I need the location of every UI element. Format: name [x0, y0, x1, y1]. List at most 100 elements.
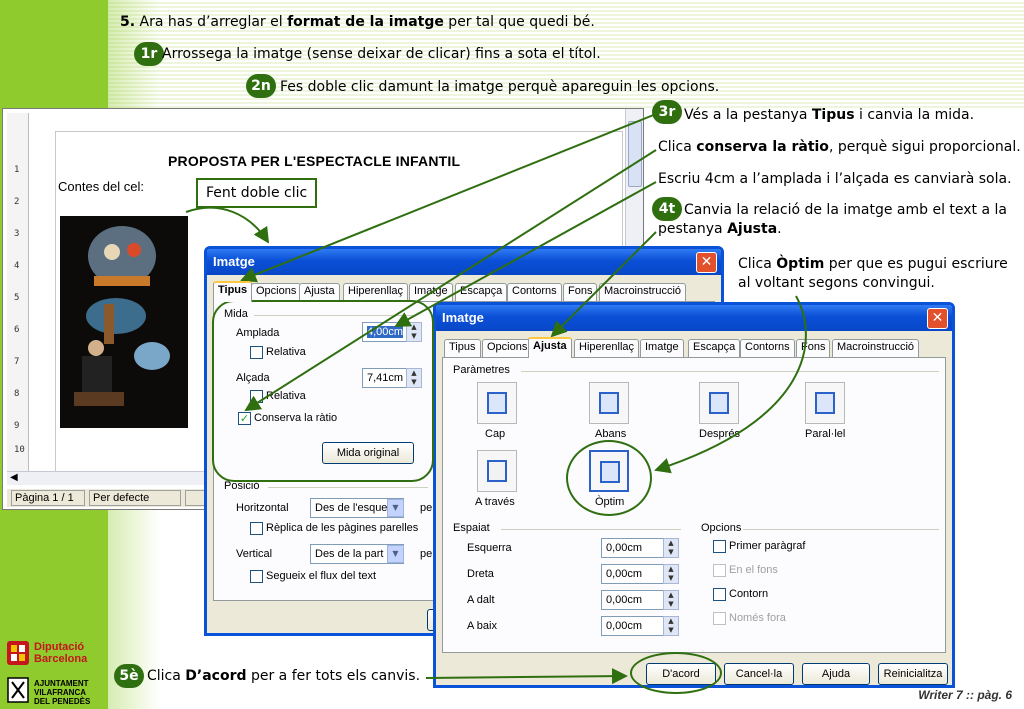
step2-text: Fes doble clic damunt la imatge perquè a… [280, 79, 720, 95]
step4-c: Ajusta [727, 221, 778, 237]
close-icon[interactable]: ✕ [696, 252, 717, 273]
dialog-titlebar: Imatge ✕ [207, 249, 721, 275]
document-image[interactable] [60, 216, 188, 428]
chevron-down-icon[interactable]: ▼ [387, 545, 404, 563]
diputacio-label-1: Diputació [34, 641, 85, 653]
original-size-button[interactable]: Mida original [322, 442, 414, 464]
step3-line2: Clica conserva la ràtio, perquè sigui pr… [658, 139, 1021, 156]
highlight-size-group [212, 300, 434, 482]
wrap-none-icon[interactable] [477, 382, 517, 424]
step4-line3: al voltant segons convingui. [738, 275, 935, 291]
contour-checkbox[interactable] [713, 588, 726, 601]
wrap-parallel-icon[interactable] [805, 382, 845, 424]
section-opcions: Opcions [701, 522, 742, 534]
spinner[interactable]: ▲▼ [663, 564, 679, 584]
tab-macroinstruccio[interactable]: Macroinstrucció [832, 339, 920, 357]
ajuntament-label-2: VILAFRANCA [34, 688, 86, 697]
step4-b: pestanya [658, 221, 728, 237]
cancel-button[interactable]: Cancel·la [724, 663, 794, 685]
status-style: Per defecte [89, 490, 181, 506]
keep-ratio-checkbox[interactable]: ✓ [238, 412, 251, 425]
step4-line2: Clica Òptim per que es pugui escriure [738, 256, 1008, 273]
tab-tipus[interactable]: Tipus [213, 281, 253, 302]
step5-text-b: format de la imatge [287, 14, 444, 30]
tab-fons[interactable]: Fons [796, 339, 831, 357]
scroll-thumb[interactable] [628, 121, 642, 187]
tab-escapca[interactable]: Escapça [455, 283, 508, 301]
tab-ajusta[interactable]: Ajusta [299, 283, 340, 301]
tab-opcions[interactable]: Opcions [251, 283, 302, 301]
vertical-select[interactable]: Des de la part s [310, 544, 404, 564]
spinner[interactable]: ▲▼ [663, 590, 679, 610]
scroll-left-icon[interactable]: ◀ [10, 472, 18, 483]
step4-line1b: pestanya Ajusta. [658, 221, 782, 238]
mirror-pages-checkbox[interactable] [250, 522, 263, 535]
separator [521, 371, 939, 372]
badge-4: 4t [652, 197, 682, 221]
ruler-mark: 10 [14, 445, 25, 455]
bottom-spacing-field[interactable]: 0,00cm [601, 616, 675, 636]
step5-text-a: Ara has d’arreglar el [139, 14, 288, 30]
ruler-mark: 5 [14, 293, 20, 303]
first-paragraph-checkbox[interactable] [713, 540, 726, 553]
label-dreta: Dreta [467, 568, 494, 580]
label-segueix: Segueix el flux del text [266, 570, 377, 582]
wrap-through-icon[interactable] [477, 450, 517, 492]
step3-text: Vés a la pestanya Tipus i canvia la mida… [684, 107, 974, 124]
tab-imatge[interactable]: Imatge [640, 339, 684, 357]
step3-b: Tipus [811, 107, 855, 123]
tab-opcions[interactable]: Opcions [482, 339, 533, 357]
step3-line2-b: conserva la ràtio [696, 139, 829, 155]
tab-fons[interactable]: Fons [563, 283, 598, 301]
help-button[interactable]: Ajuda [802, 663, 870, 685]
step5ok-a: Clica [147, 668, 186, 684]
left-spacing-field[interactable]: 0,00cm [601, 538, 675, 558]
step5ok-b: D’acord [185, 668, 247, 684]
step4-text: Canvia la relació de la imatge amb el te… [684, 202, 1007, 218]
wrap-before-icon[interactable] [589, 382, 629, 424]
tab-imatge[interactable]: Imatge [409, 283, 453, 301]
top-spacing-field[interactable]: 0,00cm [601, 590, 675, 610]
spinner[interactable]: ▲▼ [663, 538, 679, 558]
label-primer-paragraf: Primer paràgraf [729, 540, 806, 552]
ruler-mark: 7 [14, 357, 20, 367]
wrap-label-parallel: Paral·lel [805, 428, 846, 440]
document-subtitle: Contes del cel: [58, 179, 144, 194]
label-horitzontal: Horitzontal [236, 502, 289, 514]
section-posicio: Posició [224, 480, 260, 492]
step5-text-c: per tal que quedi bé. [443, 14, 595, 30]
ruler-mark: 8 [14, 389, 20, 399]
ruler-mark: 9 [14, 421, 20, 431]
label-per: per [420, 548, 436, 560]
follow-text-flow-checkbox[interactable] [250, 570, 263, 583]
close-icon[interactable]: ✕ [927, 308, 948, 329]
step5-heading: 5. Ara has d’arreglar el format de la im… [120, 14, 595, 31]
step3-line2-c: , perquè sigui proporcional. [828, 139, 1021, 155]
wrap-after-icon[interactable] [699, 382, 739, 424]
tab-macroinstruccio[interactable]: Macroinstrucció [599, 283, 687, 301]
label-a-dalt: A dalt [467, 594, 495, 606]
in-background-checkbox [713, 564, 726, 577]
dialog-title: Imatge [213, 254, 255, 269]
chevron-down-icon[interactable]: ▼ [387, 499, 404, 517]
label-per: per [420, 502, 436, 514]
ruler-mark: 3 [14, 229, 20, 239]
status-page: Pàgina 1 / 1 [11, 490, 85, 506]
tab-contorns[interactable]: Contorns [740, 339, 795, 357]
section-espaiat: Espaiat [453, 522, 490, 534]
tab-contorns[interactable]: Contorns [507, 283, 562, 301]
horizontal-select[interactable]: Des de l'esquerr [310, 498, 404, 518]
badge-2: 2n [246, 74, 276, 98]
spinner[interactable]: ▲▼ [663, 616, 679, 636]
dialog-panel: Paràmetres Cap Abans Després Paral·lel A… [442, 357, 946, 653]
tab-hiperenllac[interactable]: Hiperenllaç [574, 339, 640, 357]
tab-tipus[interactable]: Tipus [444, 339, 481, 357]
right-spacing-field[interactable]: 0,00cm [601, 564, 675, 584]
tab-ajusta[interactable]: Ajusta [528, 337, 572, 358]
wrap-label-a-traves: A través [475, 496, 515, 508]
wrap-label-despres: Després [699, 428, 740, 440]
reset-button[interactable]: Reinicialitza [878, 663, 948, 685]
tab-escapca[interactable]: Escapça [688, 339, 741, 357]
tab-hiperenllac[interactable]: Hiperenllaç [343, 283, 409, 301]
ruler-mark: 1 [14, 165, 20, 175]
